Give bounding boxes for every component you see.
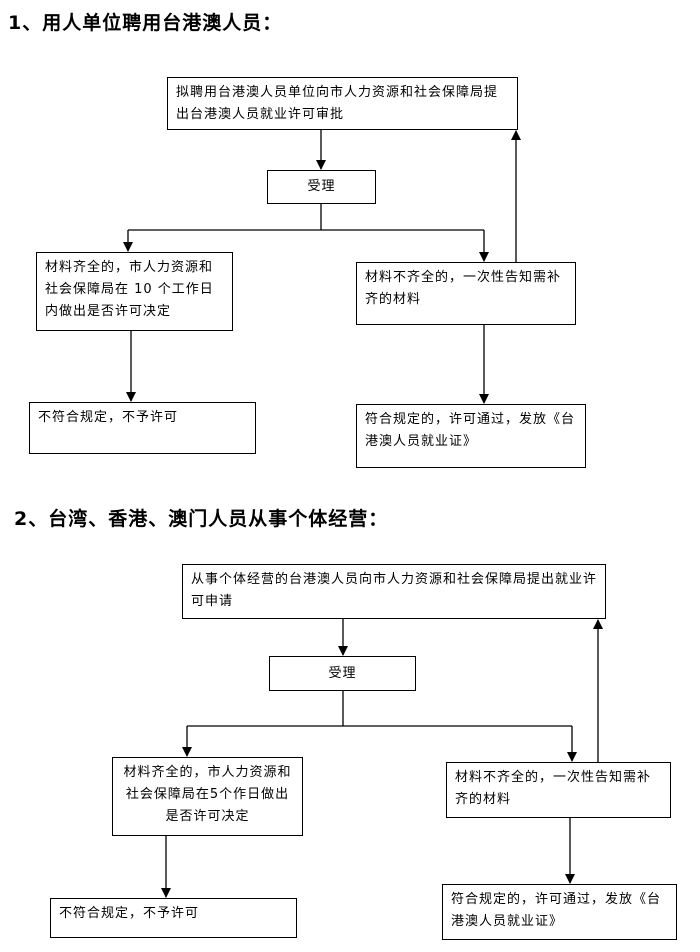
- section2-heading: 2、台湾、香港、澳门人员从事个体经营：: [14, 508, 389, 530]
- section1-apply-text: 拟聘用台港澳人员单位向市人力资源和社会保障局提出台港澳人员就业许可审批: [176, 85, 499, 122]
- section1-reject-text: 不符合规定，不予许可: [38, 410, 179, 425]
- section2-apply-text: 从事个体经营的台港澳人员向市人力资源和社会保障局提出就业许可申请: [191, 572, 598, 609]
- section2-complete-box: 材料齐全的，市人力资源和社会保障局在5个作日做出是否许可决定: [112, 757, 303, 836]
- section1-incomplete-text: 材料不齐全的，一次性告知需补齐的材料: [365, 270, 562, 307]
- section1-approve-text: 符合规定的，许可通过，发放《台港澳人员就业证》: [365, 412, 576, 449]
- section1-reject-box: 不符合规定，不予许可: [29, 402, 256, 454]
- section1-apply-box: 拟聘用台港澳人员单位向市人力资源和社会保障局提出台港澳人员就业许可审批: [167, 77, 518, 130]
- section2-approve-box: 符合规定的，许可通过，发放《台港澳人员就业证》: [442, 884, 677, 940]
- section1-accept-box: 受理: [267, 170, 376, 204]
- section1-complete-box: 材料齐全的，市人力资源和社会保障局在 10 个工作日内做出是否许可决定: [36, 252, 233, 331]
- section2-incomplete-box: 材料不齐全的，一次性告知需补齐的材料: [446, 762, 671, 818]
- section2-reject-text: 不符合规定，不予许可: [59, 906, 200, 921]
- section1-heading: 1、用人单位聘用台港澳人员：: [8, 12, 283, 34]
- section1-approve-box: 符合规定的，许可通过，发放《台港澳人员就业证》: [356, 404, 586, 468]
- section2-apply-box: 从事个体经营的台港澳人员向市人力资源和社会保障局提出就业许可申请: [182, 564, 606, 619]
- section1-accept-text: 受理: [307, 179, 336, 194]
- section1-incomplete-box: 材料不齐全的，一次性告知需补齐的材料: [356, 262, 576, 325]
- section1-complete-text: 材料齐全的，市人力资源和社会保障局在 10 个工作日内做出是否许可决定: [45, 260, 214, 319]
- section2-incomplete-text: 材料不齐全的，一次性告知需补齐的材料: [455, 770, 652, 807]
- section2-approve-text: 符合规定的，许可通过，发放《台港澳人员就业证》: [451, 892, 662, 929]
- section2-accept-box: 受理: [269, 656, 416, 691]
- section2-reject-box: 不符合规定，不予许可: [50, 898, 297, 938]
- section2-complete-text: 材料齐全的，市人力资源和社会保障局在5个作日做出是否许可决定: [123, 765, 292, 824]
- section2-accept-text: 受理: [328, 666, 357, 681]
